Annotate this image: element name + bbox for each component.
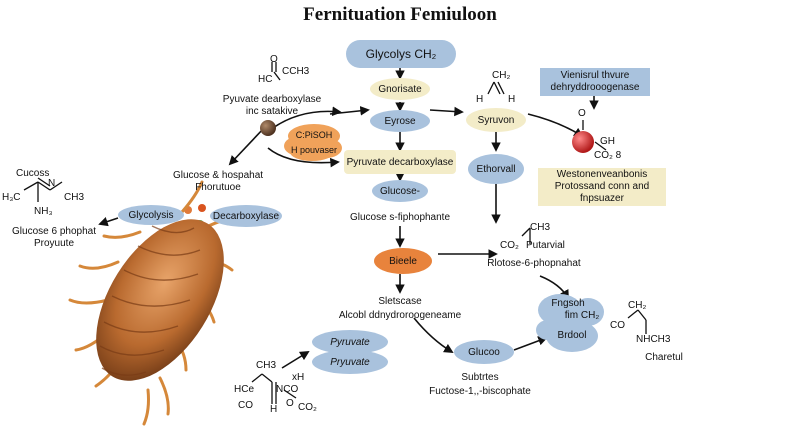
co2-structure <box>521 227 531 244</box>
chem-o-bottom: O <box>286 398 294 409</box>
chem-co-right: CO <box>610 320 625 331</box>
label-glucose-6-phophat: Glucose 6 phophat <box>12 226 96 237</box>
chem-ch3-left: CH3 <box>64 192 85 203</box>
arrow-pyuvate-glucose <box>228 127 265 166</box>
chem-co2-bottom: CO₂ <box>298 402 317 413</box>
chem-ch3-mid: CH3 <box>530 222 551 233</box>
label-subtrtes: Subtrtes <box>461 372 499 383</box>
chem-xh: xH <box>292 372 305 383</box>
blue-cluster <box>536 294 604 352</box>
label-glucose-hospahat: Glucose & hospahat <box>172 170 264 181</box>
node-bieele[interactable]: Bieele <box>374 248 432 274</box>
arrow-ball-decarboxylase <box>267 147 340 168</box>
weston-line-3: fnpsuazer <box>580 193 624 204</box>
node-pyruvate-decarboxylase[interactable]: Pyruvate decarboxylase <box>344 150 456 174</box>
label-h-pouvaser: H pouvaser <box>290 145 338 155</box>
arrow-glucoo-brdool <box>513 336 548 351</box>
vinisrul-line-1: Vienisrul thvure <box>560 70 630 81</box>
node-ethorvall[interactable]: Ethorvall <box>468 154 524 184</box>
chem-ch2-top: CH₂ <box>492 70 511 81</box>
weston-line-1: Westonenveanbonis <box>556 169 648 180</box>
chem-ch2-right: CH₂ <box>628 300 647 311</box>
arrow-chem-pyruvate <box>281 350 310 369</box>
red-atom-bond-2 <box>594 141 607 151</box>
chem-co2-8: CO₂ 8 <box>594 150 622 161</box>
chem-hce: HCe <box>234 384 255 395</box>
chem-cucoss: Cucoss <box>16 168 50 179</box>
chem-h-bottom: H <box>270 404 278 415</box>
chem-nhch3: NHCH3 <box>636 334 671 345</box>
cpisoh-cloud <box>284 124 342 161</box>
node-gnorisate[interactable]: Gnorisate <box>370 78 430 100</box>
label-charetul: Charetul <box>645 352 683 363</box>
chem-h-right: H <box>508 94 516 105</box>
node-syruvon[interactable]: Syruvon <box>466 108 526 132</box>
chem-co-bottom: CO <box>238 400 253 411</box>
arrow-alcobl-glucoo <box>413 317 454 353</box>
arrow-syruvon-red <box>527 113 584 138</box>
node-pyruvate-lower[interactable]: Pryuvate <box>312 350 388 374</box>
chem-o-red: O <box>578 108 586 119</box>
label-fim-ch2: fim CH₂ <box>564 310 600 321</box>
chem-top-o: O <box>270 54 278 65</box>
chem-nco: NCO <box>276 384 299 395</box>
label-glucose-phosphate: Glucose s-fiphophante <box>349 212 451 223</box>
node-eyrose[interactable]: Eyrose <box>370 110 430 132</box>
ketone-structure <box>271 62 281 81</box>
brown-atom <box>260 120 276 136</box>
node-glucose[interactable]: Glucose‑ <box>372 180 428 202</box>
vinisrul-line-2: dehryddrooogenase <box>550 82 640 93</box>
arrow-eyrose-syruvon <box>429 106 464 117</box>
box-vinisrul: Vienisrul thvure dehryddrooogenase <box>540 68 650 96</box>
label-sletscase: Sletscase <box>378 296 422 307</box>
label-pyuvate-dearboxylase: Pyuvate dearboxylase <box>222 94 322 105</box>
co-structure <box>627 309 647 334</box>
label-fhorutuoe: Fhorutuoe <box>195 182 241 193</box>
node-glycolys-ch2[interactable]: Glycolys CH₂ <box>346 40 456 68</box>
chem-gh-red: GH <box>600 136 615 147</box>
weston-line-2: Protossand conn and <box>554 181 650 192</box>
box-weston: Westonenveanbonis Protossand conn and fn… <box>538 168 666 206</box>
node-glucoo[interactable]: Glucoo <box>454 340 514 364</box>
red-dot <box>198 204 206 212</box>
chem-h-left: H <box>476 94 484 105</box>
label-inc-satakive: inc satakive <box>245 106 299 117</box>
label-fngsoh: Fngsoh <box>551 298 585 309</box>
label-fuctose: Fuctose-1,,-biscophate <box>429 386 531 397</box>
page-title: Fernituation Femiuloon <box>303 4 497 25</box>
chem-ch3-bottom: CH3 <box>256 360 277 371</box>
chem-co2-mid: CO₂ <box>500 240 519 251</box>
node-decarboxylase[interactable]: Decarboxylase <box>210 205 282 227</box>
chem-nh3-left: NH₃ <box>34 206 53 217</box>
label-alcobl: Alcobl ddnydroroogeneame <box>338 310 462 321</box>
nco-structure <box>251 373 297 404</box>
chem-h3c-left: H₃C <box>2 192 21 203</box>
amine-structure <box>23 177 63 202</box>
label-proyuute: Proyuute <box>33 238 75 249</box>
chem-top-hc: HC <box>258 74 273 85</box>
label-putarvial: Putarvial <box>526 240 565 251</box>
label-rlotose: Rlotose-6-phopnahat <box>487 258 581 269</box>
label-cpisoh: C:PiSOH <box>295 130 333 140</box>
bacterium-illustration <box>68 180 234 426</box>
arrow-glycolysis-left <box>98 217 119 227</box>
ch2-structure <box>487 81 505 95</box>
node-glycolysis[interactable]: Glycolysis <box>118 205 184 225</box>
chem-n-left: N <box>48 178 56 189</box>
chem-top-cch3: CCH3 <box>282 66 310 77</box>
red-atom <box>572 131 594 153</box>
label-brdool: Brdool <box>557 330 587 341</box>
